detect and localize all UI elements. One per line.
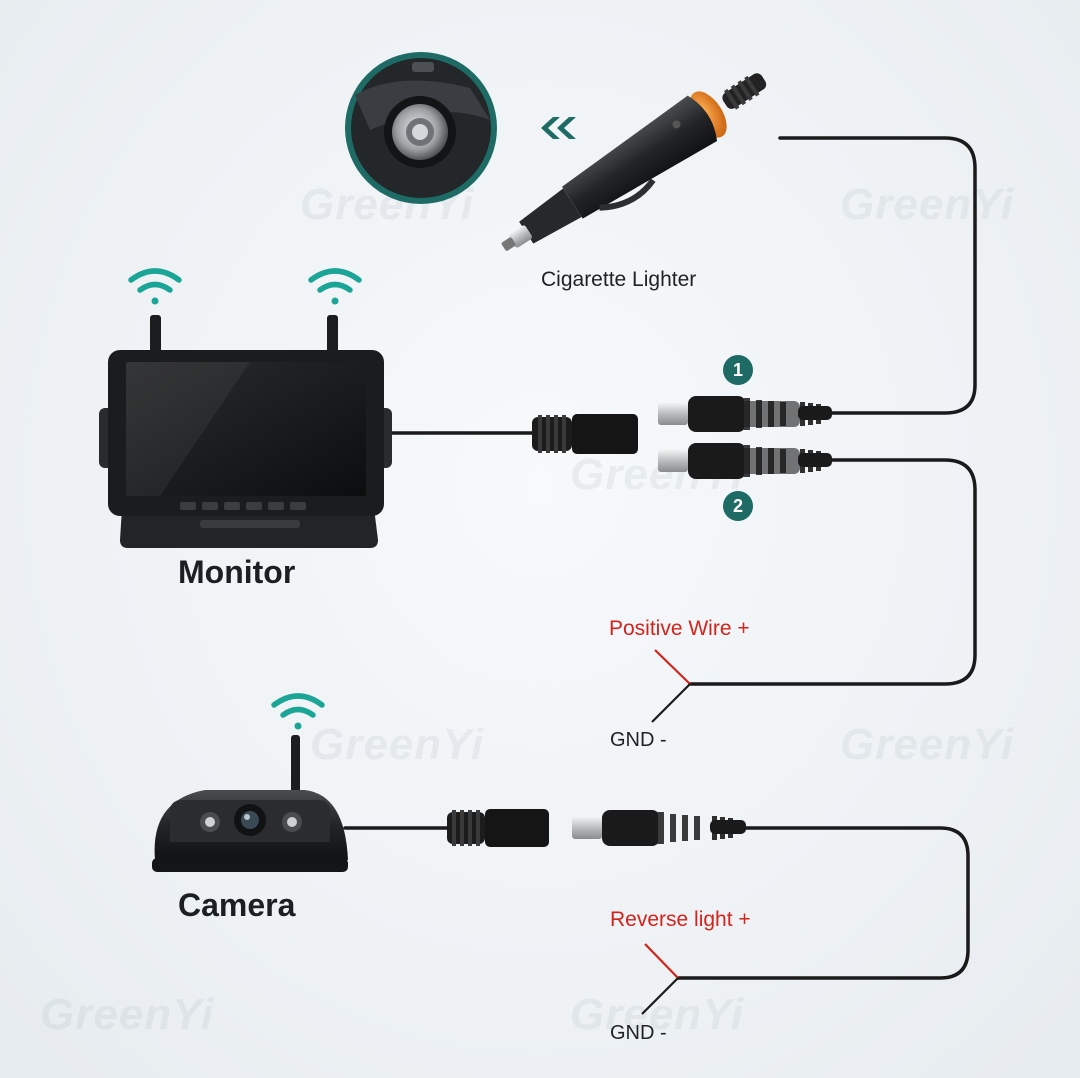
cigarette-lighter-plug [501,73,767,251]
reverse-light-label: Reverse light + [610,908,751,931]
dc-plug-1 [658,396,832,432]
lighter-cable [778,136,977,415]
monitor [99,315,392,548]
step-badge-1: 1 [723,355,753,385]
watermark: GreenYi [310,720,485,769]
wifi-icon [128,268,182,305]
gnd-label-bottom: GND - [610,1022,667,1044]
wifi-icon [308,268,362,305]
split-wires [641,649,691,1015]
double-chevron-left-icon [541,117,576,139]
cables [343,136,977,980]
monitor-female-connector [532,414,638,454]
step-badge-2: 2 [723,491,753,521]
camera [152,735,348,872]
reverse-cable [676,826,970,980]
watermark: GreenYi [840,180,1015,229]
positive-wire-label: Positive Wire + [609,617,750,640]
lighter-socket-icon [345,52,497,204]
wifi-icon [271,693,325,730]
camera-dc-plug [572,810,746,846]
camera-female-connector [447,809,549,847]
cigarette-lighter-label: Cigarette Lighter [541,268,697,291]
gnd-label-top: GND - [610,729,667,751]
power-cable [688,458,977,686]
watermark: GreenYi [840,720,1015,769]
watermark: GreenYi [40,990,215,1039]
monitor-label: Monitor [178,554,296,590]
camera-label: Camera [178,887,296,923]
dc-plug-2 [658,443,832,479]
